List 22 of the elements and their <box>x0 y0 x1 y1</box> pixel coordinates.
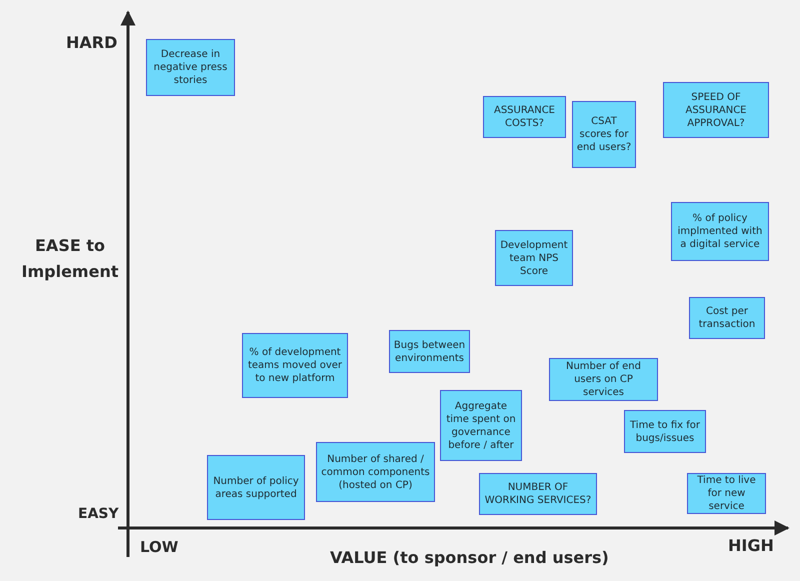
axis-end-label: HARD <box>66 33 118 52</box>
sticky-note: ASSURANCE COSTS? <box>483 96 566 138</box>
sticky-note: Development team NPS Score <box>495 230 573 286</box>
sticky-note: SPEED OF ASSURANCE APPROVAL? <box>663 82 769 138</box>
sticky-note: NUMBER OF WORKING SERVICES? <box>479 473 597 515</box>
axis-end-label: HIGH <box>728 536 774 555</box>
sticky-note: Decrease in negative press stories <box>146 39 235 96</box>
sticky-note: % of policy implmented with a digital service <box>671 202 769 261</box>
sticky-note: % of development teams moved over to new platform <box>242 333 348 398</box>
axis-title: EASE to Implement <box>20 235 120 283</box>
sticky-note: CSAT scores for end users? <box>572 101 636 168</box>
sticky-note: Number of shared / common components (hosted on CP) <box>316 442 435 502</box>
sticky-note: Number of policy areas supported <box>207 455 305 520</box>
sticky-note: Time to live for new service <box>687 473 766 514</box>
sticky-note: Time to fix for bugs/issues <box>624 410 706 453</box>
sticky-note: Aggregate time spent on governance before / after <box>440 390 522 461</box>
axis-end-label: EASY <box>78 506 119 522</box>
sticky-note: Number of end users on CP services <box>549 358 658 401</box>
axis-end-label: LOW <box>140 538 178 556</box>
sticky-note: Bugs between environments <box>389 330 470 373</box>
axis-title: VALUE (to sponsor / end users) <box>330 548 609 567</box>
sticky-note: Cost per transaction <box>689 297 765 339</box>
